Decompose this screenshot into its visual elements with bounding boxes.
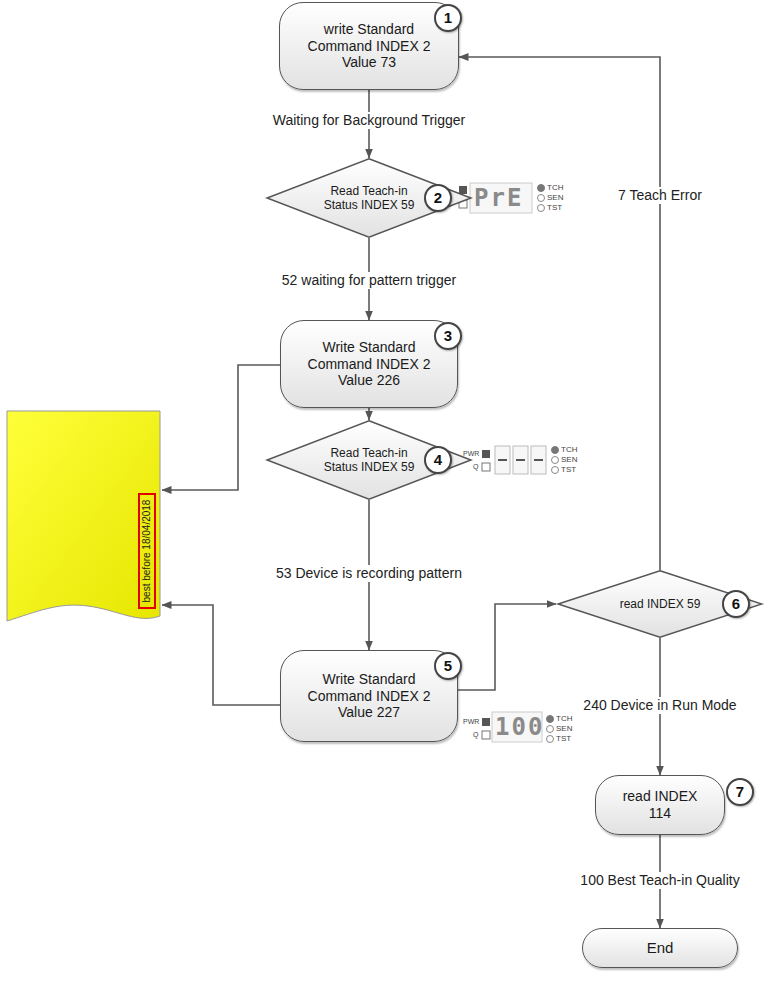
dash-segment	[516, 459, 525, 461]
status-dot	[547, 716, 554, 723]
label-sheet	[7, 411, 160, 621]
flow-arrow	[458, 604, 556, 690]
display-caption: Q	[473, 462, 478, 472]
process-box: read INDEX 114	[595, 775, 725, 835]
display-digits: PrE	[474, 184, 523, 212]
digit-box	[495, 446, 510, 474]
end-terminal: End	[582, 928, 738, 968]
callout-number: 6	[722, 590, 750, 618]
diamond-shape	[558, 571, 762, 638]
indicator-square	[482, 731, 490, 739]
product-label: best before 18/04/2018	[6, 410, 162, 622]
process-box: write Standard Command INDEX 2 Value 73	[279, 2, 459, 90]
display-caption: TCH	[556, 714, 572, 724]
status-dot	[552, 467, 559, 474]
callout-number: 2	[424, 184, 452, 212]
process-box: Write Standard Command INDEX 2 Value 226	[280, 320, 458, 408]
display-caption: TCH	[561, 445, 577, 455]
node-text: Write Standard Command INDEX 2 Value 227	[306, 671, 432, 721]
flow-arrow	[459, 57, 660, 570]
indicator-square	[482, 718, 490, 726]
display-caption: SEN	[547, 193, 563, 203]
display-caption: Q	[473, 730, 478, 740]
display-caption: SEN	[561, 455, 577, 465]
edge-label: 53 Device is recording pattern	[273, 565, 465, 582]
diamond-shape	[267, 159, 471, 237]
digit-box	[531, 446, 546, 474]
dash-segment	[498, 459, 507, 461]
process-box: Write Standard Command INDEX 2 Value 227	[280, 650, 458, 742]
status-dot	[547, 726, 554, 733]
node-text: write Standard Command INDEX 2 Value 73	[306, 21, 432, 71]
status-dot	[552, 447, 559, 454]
edge-label: 240 Device in Run Mode	[580, 697, 739, 714]
callout-number: 3	[434, 322, 462, 350]
node-text: Read Teach-in Status INDEX 59	[321, 446, 417, 475]
node-text: read INDEX 114	[615, 788, 705, 822]
node-text: read INDEX 59	[612, 597, 708, 611]
flow-arrow	[162, 605, 280, 705]
indicator-square	[482, 450, 490, 458]
node-text: End	[600, 939, 720, 957]
display-caption: PWR	[463, 449, 479, 459]
status-dot	[538, 195, 545, 202]
callout-number: 5	[434, 652, 462, 680]
display-caption: PWR	[463, 717, 479, 727]
edge-label: 52 waiting for pattern trigger	[279, 272, 459, 289]
display-caption: TST	[556, 734, 571, 744]
edge-label: 7 Teach Error	[615, 187, 705, 204]
display-two	[482, 446, 559, 474]
flow-arrow	[368, 408, 370, 420]
display-three	[482, 712, 554, 743]
callout-number: 4	[424, 446, 452, 474]
edge-label: Waiting for Background Trigger	[270, 112, 468, 129]
diamond-shape	[267, 421, 471, 499]
display-digits: 100	[495, 713, 544, 741]
callout-number: 1	[434, 4, 462, 32]
status-dot	[538, 205, 545, 212]
flow-arrow	[162, 365, 280, 490]
edge-label: 100 Best Teach-in Quality	[577, 872, 742, 889]
date-stamp: best before 18/04/2018	[138, 493, 156, 609]
display-caption: TST	[547, 203, 562, 213]
display-caption: TST	[561, 465, 576, 475]
digit-panel	[470, 183, 532, 213]
callout-number: 7	[726, 778, 754, 806]
status-dot	[552, 457, 559, 464]
status-dot	[547, 736, 554, 743]
indicator-square	[459, 186, 467, 194]
display-caption: SEN	[556, 724, 572, 734]
status-dot	[538, 185, 545, 192]
node-text: Read Teach-in Status INDEX 59	[321, 184, 417, 213]
node-text: Write Standard Command INDEX 2 Value 226	[306, 339, 432, 389]
digit-box	[513, 446, 528, 474]
display-caption: TCH	[547, 183, 563, 193]
indicator-square	[482, 463, 490, 471]
dash-segment	[534, 459, 543, 461]
